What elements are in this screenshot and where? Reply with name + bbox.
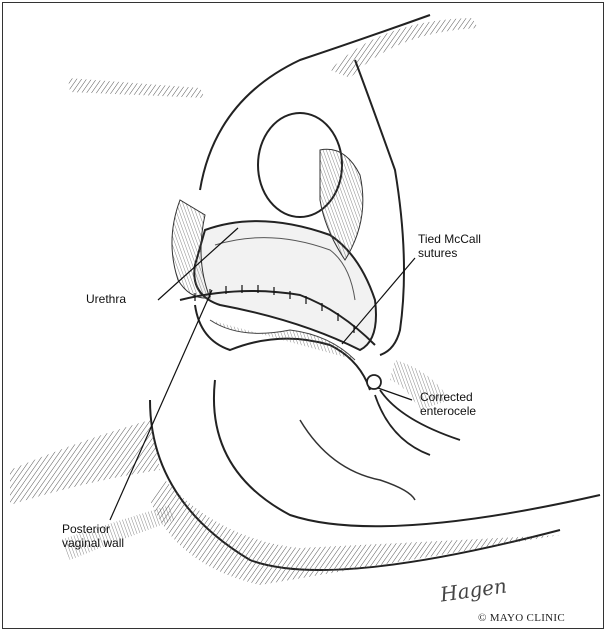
corrected-enterocele-label: Corrected enterocele [420, 390, 476, 418]
enterocele-knob [367, 375, 381, 389]
posterior-vaginal-wall-label: Posterior vaginal wall [62, 522, 124, 550]
retractor-blade [214, 380, 600, 526]
tied-mccall-line1: Tied McCall [418, 232, 481, 246]
left-drape [10, 420, 160, 505]
upper-left-ligament [68, 78, 205, 98]
tied-mccall-label: Tied McCall sutures [418, 232, 481, 260]
posterior-line1: Posterior [62, 522, 124, 536]
upper-right-ligament [330, 18, 478, 78]
bowel-loop [300, 420, 415, 500]
urethra-label: Urethra [86, 292, 126, 306]
copyright-notice: © MAYO CLINIC [478, 612, 565, 624]
urethra-text: Urethra [86, 292, 126, 306]
corrected-line1: Corrected [420, 390, 476, 404]
corrected-line2: enterocele [420, 404, 476, 418]
posterior-line2: vaginal wall [62, 536, 124, 550]
copyright-text: © MAYO CLINIC [478, 612, 565, 624]
tied-mccall-line2: sutures [418, 246, 481, 260]
